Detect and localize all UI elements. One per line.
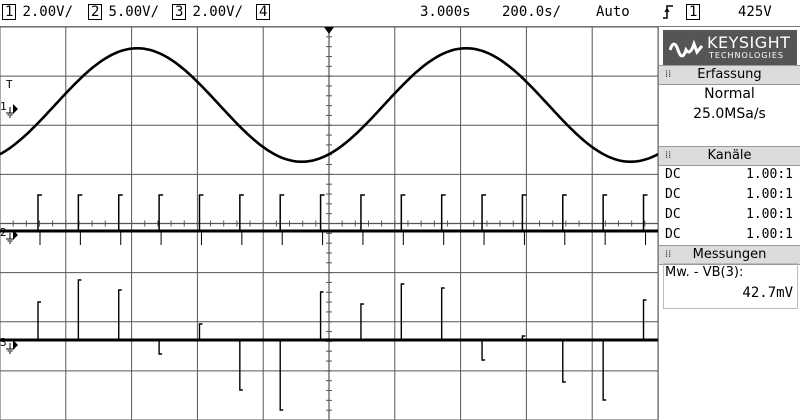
- channel-1-scale[interactable]: 1 2.00V/: [2, 4, 73, 20]
- channel-3-ground-marker[interactable]: 3: [0, 336, 7, 349]
- acquisition-title: Erfassung: [697, 67, 762, 82]
- channel-3-pulse: [37, 301, 41, 340]
- channel-2-pulse: [117, 194, 123, 231]
- ground-icon: [6, 343, 14, 354]
- channel-2-pulse: [239, 194, 244, 231]
- acquisition-header[interactable]: ⁞⁞ Erfassung: [659, 65, 800, 85]
- channel-3-pulse: [481, 340, 486, 361]
- grip-icon: ⁞⁞: [665, 69, 672, 80]
- trigger-source[interactable]: 1: [686, 4, 706, 20]
- status-bar: 1 2.00V/ 2 5.00V/ 3 2.00V/ 4 3.000s 200.0s/…: [0, 0, 800, 27]
- graticule: [0, 27, 658, 420]
- channel-2-pulse: [158, 194, 164, 231]
- waveform-display[interactable]: T 1 2 3: [0, 27, 660, 420]
- waveform-area[interactable]: T 1 2 3: [0, 27, 658, 420]
- channel-probe-ratio: 1.00:1: [746, 227, 793, 242]
- ground-icon: [6, 107, 14, 118]
- channel-probe-ratio: 1.00:1: [746, 167, 793, 182]
- channel-3-pulse: [198, 323, 203, 340]
- channel-1-badge[interactable]: 1: [2, 4, 17, 20]
- measurement-box[interactable]: [663, 263, 798, 309]
- channel-3-scale-value: 2.00V/: [192, 4, 244, 20]
- channel-2-pulse: [37, 194, 42, 231]
- trigger-level[interactable]: 425V: [738, 4, 772, 20]
- measurements-header[interactable]: ⁞⁞ Messungen: [659, 245, 800, 265]
- channel-probe-ratio: 1.00:1: [746, 207, 793, 222]
- channel-3-scale[interactable]: 3 2.00V/: [172, 4, 243, 20]
- channel-3-pulse: [77, 279, 82, 340]
- channel-coupling: DC: [665, 207, 681, 222]
- channel-markers: T 1 2 3: [0, 78, 13, 349]
- channel-3-pulse: [562, 340, 566, 383]
- channel-2-pulse: [440, 194, 446, 231]
- channel-2-scale-value: 5.00V/: [108, 4, 160, 20]
- ground-icon: [6, 233, 14, 244]
- trigger-position-marker: [324, 27, 334, 34]
- channel-3-pulse: [158, 340, 163, 355]
- channel-2-badge[interactable]: 2: [88, 4, 103, 20]
- channel-2-pulse: [602, 194, 608, 231]
- channel-1-trace: [0, 47, 658, 163]
- keysight-wave-icon: [669, 39, 703, 58]
- channel-3-pulse: [440, 287, 445, 340]
- measurements-title: Messungen: [692, 247, 767, 262]
- horizontal-delay[interactable]: 3.000s: [420, 4, 471, 20]
- traces: [0, 47, 658, 411]
- channel-2-pulse: [481, 194, 487, 231]
- channel-row-1[interactable]: DC 1.00:1: [663, 165, 795, 185]
- channel-1-ground-marker[interactable]: 1: [0, 100, 7, 113]
- trigger-mode[interactable]: Auto: [596, 4, 630, 20]
- channel-3-pulse: [521, 335, 526, 340]
- channel-2-pulse: [279, 194, 285, 231]
- channel-4-badge[interactable]: 4: [256, 4, 271, 20]
- channel-2-pulse: [642, 194, 648, 231]
- marker-arrow-icon: [13, 340, 18, 350]
- channel-4-scale[interactable]: 4: [256, 4, 276, 20]
- brand-subtitle: TECHNOLOGIES: [709, 51, 784, 60]
- brand-logo: KEYSIGHT TECHNOLOGIES: [663, 30, 797, 66]
- channel-row-4[interactable]: DC 1.00:1: [663, 225, 795, 245]
- channel-coupling: DC: [665, 167, 681, 182]
- trigger-level-marker[interactable]: T: [6, 78, 13, 91]
- channel-3-pulse: [279, 340, 284, 411]
- grip-icon: ⁞⁞: [665, 249, 672, 260]
- trigger-source-badge[interactable]: 1: [686, 4, 701, 20]
- channel-row-2[interactable]: DC 1.00:1: [663, 185, 795, 205]
- channel-3-pulse: [400, 283, 405, 340]
- channel-coupling: DC: [665, 227, 681, 242]
- channel-2-pulse: [77, 194, 83, 231]
- acquisition-mode: Normal: [704, 86, 755, 102]
- channel-probe-ratio: 1.00:1: [746, 187, 793, 202]
- channel-row-3[interactable]: DC 1.00:1: [663, 205, 795, 225]
- channel-2-pulse: [400, 194, 406, 231]
- channel-3-pulse: [642, 299, 647, 340]
- channel-coupling: DC: [665, 187, 681, 202]
- brand-name: KEYSIGHT: [707, 33, 791, 52]
- sample-rate: 25.0MSa/s: [693, 106, 766, 122]
- measurement-label: Mw. - VB(3):: [665, 265, 744, 280]
- channel-3-pulse: [360, 303, 364, 340]
- channel-3-pulse: [118, 289, 122, 340]
- channels-title: Kanäle: [707, 148, 752, 163]
- marker-arrow-icon: [13, 230, 18, 240]
- channels-header[interactable]: ⁞⁞ Kanäle: [659, 146, 800, 166]
- marker-arrow-icon: [13, 104, 18, 114]
- channel-2-pulse: [198, 194, 204, 231]
- timebase[interactable]: 200.0s/: [502, 4, 562, 20]
- channel-3-pulse: [319, 291, 324, 340]
- channel-2-pulse: [360, 194, 365, 231]
- trigger-edge-icon: [662, 4, 674, 24]
- channel-2-pulse: [521, 194, 527, 231]
- channel-2-scale[interactable]: 2 5.00V/: [88, 4, 159, 20]
- channel-3-pulse: [602, 340, 607, 401]
- channel-3-badge[interactable]: 3: [172, 4, 187, 20]
- channel-2-pulse: [562, 194, 567, 231]
- channel-2-ground-marker[interactable]: 2: [0, 226, 7, 239]
- grip-icon: ⁞⁞: [665, 150, 672, 161]
- channel-3-pulse: [239, 340, 243, 391]
- measurement-value: 42.7mV: [742, 285, 793, 301]
- side-panel: KEYSIGHT TECHNOLOGIES ⁞⁞ Erfassung Norma…: [658, 27, 800, 420]
- channel-1-scale-value: 2.00V/: [22, 4, 74, 20]
- channel-2-pulse: [319, 194, 325, 231]
